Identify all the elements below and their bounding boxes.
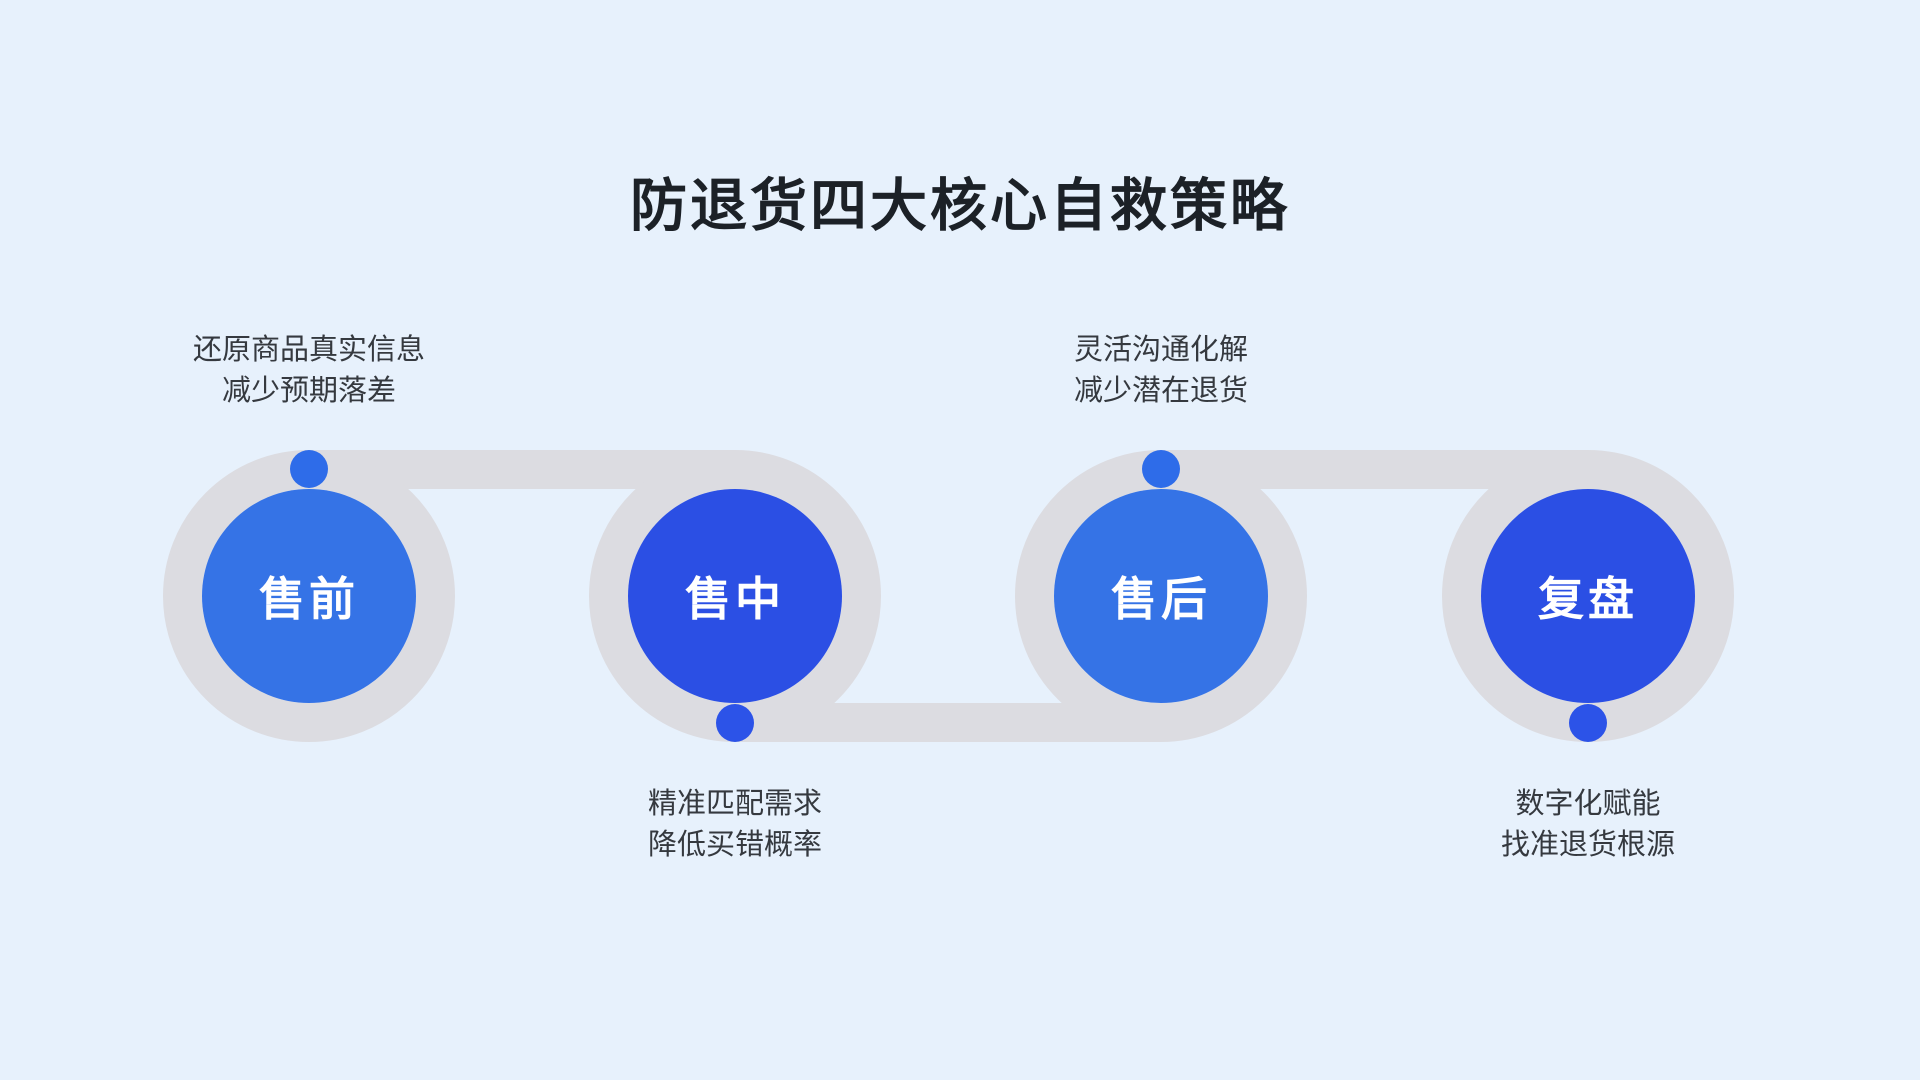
- stage-dot: [1569, 704, 1607, 742]
- stage-aftersale: 售后: [1015, 450, 1307, 742]
- stage-label: 复盘: [1538, 573, 1638, 625]
- stage-dot: [1142, 450, 1180, 488]
- stage-label: 售后: [1111, 573, 1211, 625]
- stage-caption-aftersale: 灵活沟通化解 减少潜在退货: [901, 330, 1421, 412]
- stage-label: 售中: [685, 573, 785, 625]
- page-title: 防退货四大核心自救策略: [630, 174, 1290, 239]
- caption-line: 还原商品真实信息: [192, 334, 425, 366]
- stage-circle: 售前: [202, 489, 416, 703]
- caption-line: 灵活沟通化解: [1073, 334, 1248, 366]
- stage-dot: [290, 450, 328, 488]
- stage-label: 售前: [259, 573, 359, 625]
- caption-line: 找准退货根源: [1500, 829, 1675, 861]
- caption-line: 减少预期落差: [221, 375, 396, 407]
- caption-line: 数字化赋能: [1515, 788, 1661, 820]
- stage-review: 复盘: [1442, 450, 1734, 742]
- stage-circle: 售后: [1054, 489, 1268, 703]
- caption-line: 降低买错概率: [647, 829, 822, 861]
- caption-line: 减少潜在退货: [1073, 375, 1248, 407]
- stage-midsale: 售中: [589, 450, 881, 742]
- stage-dot: [716, 704, 754, 742]
- stage-caption-review: 数字化赋能 找准退货根源: [1328, 784, 1848, 866]
- stage-circle: 售中: [628, 489, 842, 703]
- stage-caption-presale: 还原商品真实信息 减少预期落差: [49, 330, 569, 412]
- stage-presale: 售前: [163, 450, 455, 742]
- caption-line: 精准匹配需求: [647, 788, 822, 820]
- stage-caption-midsale: 精准匹配需求 降低买错概率: [475, 784, 995, 866]
- stage-circle: 复盘: [1481, 489, 1695, 703]
